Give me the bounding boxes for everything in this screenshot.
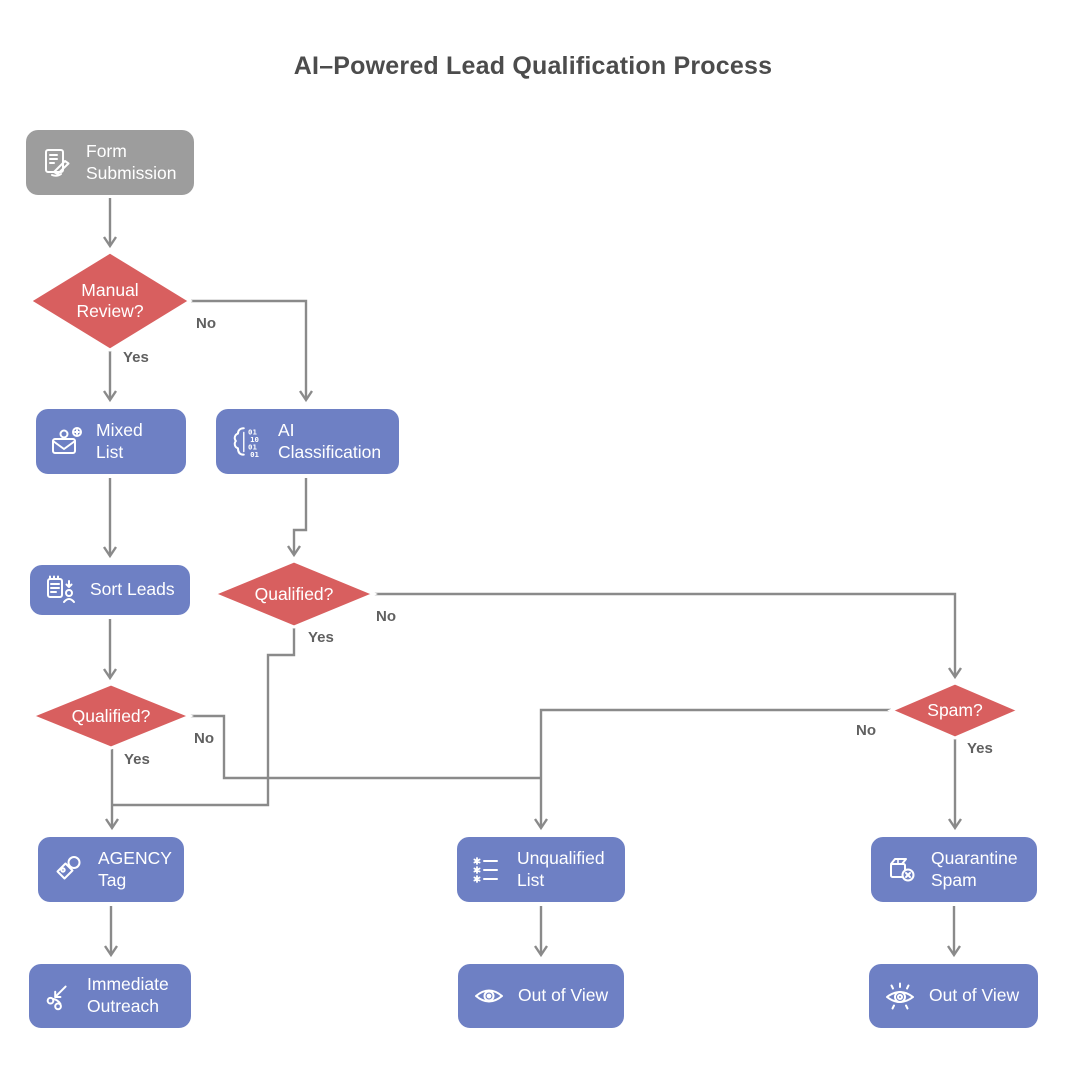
- node-agency-tag: AGENCY Tag: [35, 834, 187, 905]
- node-sort-leads: Sort Leads: [27, 562, 193, 618]
- svg-text:01: 01: [248, 427, 257, 436]
- node-form-submission: Form Submission: [23, 127, 197, 198]
- node-quarantine-spam: Quarantine Spam: [868, 834, 1040, 905]
- decision-qualified-manual: Qualified?: [28, 682, 194, 750]
- clipboard-sort-person-icon: [43, 572, 79, 608]
- node-label: AI Classification: [278, 419, 382, 462]
- decision-label: Spam?: [927, 700, 983, 720]
- node-out-of-view-unqualified: Out of View: [455, 961, 627, 1031]
- node-label: Immediate Outreach: [87, 974, 169, 1016]
- edge-ai-class-to-qualified: [287, 478, 308, 558]
- decision-label: Qualified?: [254, 583, 334, 604]
- edge-label-qualified-ai-yes: Yes: [308, 629, 334, 646]
- svg-text:10: 10: [250, 435, 259, 444]
- envelope-person-icon: [49, 424, 85, 460]
- edge-spam-no: [534, 708, 891, 831]
- svg-text:01: 01: [250, 449, 259, 458]
- svg-text:01: 01: [248, 442, 257, 451]
- edge-manual-review-no: [191, 299, 313, 403]
- node-out-of-view-spam: Out of View: [866, 961, 1041, 1031]
- decision-manual-review: Manual Review?: [27, 250, 193, 352]
- node-label: Unqualified List: [517, 847, 605, 890]
- edge-label-spam-yes: Yes: [967, 740, 993, 757]
- edge-label-spam-no: No: [856, 722, 876, 739]
- decision-spam: Spam?: [887, 681, 1023, 740]
- form-pen-icon: [39, 145, 75, 181]
- eye-icon: [471, 978, 507, 1014]
- node-label: AGENCY Tag: [98, 847, 172, 890]
- decision-label: Qualified?: [71, 705, 151, 726]
- node-mixed-list: Mixed List: [33, 406, 189, 477]
- node-label: Mixed List: [96, 419, 143, 462]
- tag-ring-icon: [51, 852, 87, 888]
- hypno-eye-icon: [882, 978, 918, 1014]
- brain-binary-icon: 01 10 01 01: [229, 423, 260, 458]
- edge-qualified-ai-no: [374, 592, 962, 680]
- diamond-shape: [28, 682, 194, 750]
- node-label: Out of View: [929, 985, 1020, 1006]
- edge-qualified-manual-no: [190, 714, 541, 780]
- diamond-shape: [887, 681, 1023, 740]
- node-label: Quarantine Spam: [931, 847, 1018, 890]
- edge-label-manual-review-yes: Yes: [123, 349, 149, 366]
- node-label: Form Submission: [86, 140, 177, 183]
- asterisk-list-icon: [470, 852, 506, 888]
- diamond-shape: [27, 250, 193, 352]
- node-label: Out of View: [518, 985, 609, 1006]
- edge-label-qualified-manual-no: No: [194, 730, 214, 747]
- diagram-title: AI–Powered Lead Qualification Process: [293, 52, 773, 80]
- decision-qualified-ai: Qualified?: [210, 559, 378, 629]
- edge-label-qualified-ai-no: No: [376, 608, 396, 625]
- node-immediate-outreach: Immediate Outreach: [26, 961, 194, 1031]
- phone-incoming-icon: [42, 979, 76, 1013]
- edge-label-manual-review-no: No: [196, 315, 216, 332]
- node-ai-classification: 01 10 01 01 AI Classification: [213, 406, 402, 477]
- edge-qualified-ai-yes: [112, 628, 296, 807]
- node-label: Sort Leads: [90, 579, 175, 600]
- package-shield-x-icon: [884, 852, 920, 888]
- edge-label-qualified-manual-yes: Yes: [124, 751, 150, 768]
- diamond-shape: [210, 559, 378, 629]
- decision-label: Manual Review?: [76, 280, 144, 321]
- node-unqualified-list: Unqualified List: [454, 834, 628, 905]
